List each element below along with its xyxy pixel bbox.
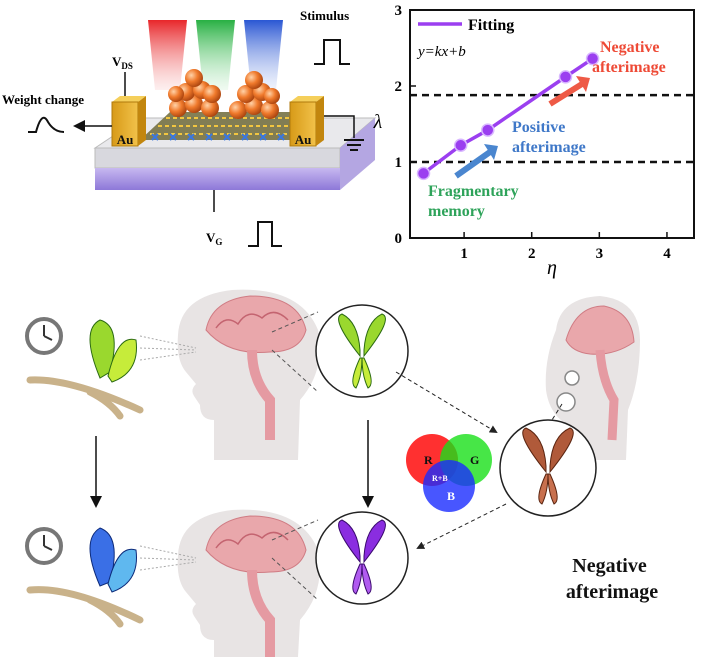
arrow-brown-to-purple bbox=[416, 503, 507, 549]
arrow-fragmentary-head bbox=[484, 144, 498, 160]
plot-frame bbox=[409, 9, 695, 239]
annotation-negative: Negative afterimage bbox=[592, 39, 666, 76]
weight-change-pulse bbox=[28, 116, 65, 133]
y-axis-title: λ bbox=[373, 111, 383, 133]
device-schematic: Au Au VDS Weight change Stimulus VG bbox=[2, 8, 377, 247]
venn-g-label: G bbox=[470, 453, 479, 467]
annotation-fragmentary: Fragmentary memory bbox=[428, 183, 523, 220]
head-right bbox=[545, 296, 640, 460]
memory-circle-brown bbox=[499, 419, 597, 517]
vg-label: VG bbox=[206, 230, 222, 247]
gate-layer bbox=[95, 168, 340, 190]
sight-lines-bottom bbox=[139, 545, 197, 571]
nanoparticle-cluster-right bbox=[229, 71, 280, 119]
channel-lattice bbox=[140, 112, 320, 141]
red-light-beam bbox=[148, 20, 187, 90]
clock-icon-top bbox=[25, 317, 63, 355]
legend-label: Fitting bbox=[468, 17, 514, 34]
substrate-side bbox=[340, 118, 375, 190]
y-tick-label-2: 2 bbox=[395, 79, 403, 95]
data-point-3 bbox=[558, 70, 573, 84]
arrow-head-to-brown bbox=[551, 403, 563, 421]
branch-top bbox=[26, 376, 144, 420]
stimulus-pulse bbox=[314, 39, 350, 65]
ground-icon bbox=[344, 139, 364, 151]
green-light-beam bbox=[196, 20, 235, 90]
y-tick-label-1: 1 bbox=[395, 155, 403, 171]
x-axis-title: η bbox=[547, 257, 557, 279]
x-tick-label-3: 4 bbox=[663, 246, 671, 262]
memory-circle-green bbox=[315, 304, 409, 398]
electrode-right-label: Au bbox=[295, 132, 312, 147]
right-electrode: Au bbox=[289, 96, 324, 147]
head-bottom bbox=[177, 509, 320, 657]
gate-pulse bbox=[248, 221, 282, 247]
venn-rb-label: R+B bbox=[432, 474, 448, 483]
data-point-1 bbox=[453, 138, 468, 153]
y-tick-label-3: 3 bbox=[395, 3, 403, 19]
arrow-negative-head bbox=[576, 76, 590, 92]
head-top bbox=[177, 289, 320, 460]
data-point-0 bbox=[416, 166, 431, 181]
arrow-green-to-brown bbox=[395, 371, 498, 434]
stimulus-label: Stimulus bbox=[300, 8, 349, 23]
clock-icon-bottom bbox=[25, 527, 63, 565]
x-tick-label-0: 1 bbox=[460, 246, 468, 262]
data-point-4 bbox=[585, 51, 600, 66]
scene-caption: Negative afterimage bbox=[566, 555, 658, 603]
nanoparticle-cluster-left bbox=[168, 69, 221, 117]
arrow-negative bbox=[548, 81, 584, 107]
weight-change-label: Weight change bbox=[2, 92, 84, 107]
electrode-left-label: Au bbox=[117, 132, 134, 147]
zoom-lines-bottom bbox=[271, 519, 319, 601]
sight-lines-top bbox=[139, 335, 197, 361]
data-point-2 bbox=[481, 123, 495, 137]
left-electrode: Au bbox=[111, 96, 146, 147]
x-tick-label-1: 2 bbox=[528, 246, 536, 262]
y-tick-label-0: 0 bbox=[395, 231, 403, 247]
annotation-positive: Positive afterimage bbox=[512, 119, 586, 156]
substrate-front bbox=[94, 147, 341, 169]
venn-r-label: R bbox=[424, 453, 433, 467]
venn-b-label: B bbox=[447, 489, 455, 503]
vds-label: VDS bbox=[112, 54, 133, 71]
ground-wire bbox=[324, 115, 355, 138]
x-tick-label-2: 3 bbox=[596, 246, 604, 262]
equation-label: y=kx+b bbox=[416, 44, 466, 60]
scene: R G B R+B Negative afterimage bbox=[25, 289, 658, 657]
zoom-lines-top bbox=[271, 311, 319, 393]
arrow-fragmentary bbox=[454, 149, 492, 179]
branch-bottom bbox=[26, 586, 144, 628]
butterfly-blue-real bbox=[89, 527, 137, 593]
lambda-eta-chart: 1 2 3 4 0 1 2 3 Fitting y=kx+b η λ Fragmentary … bbox=[373, 3, 695, 279]
butterfly-green-real bbox=[89, 319, 137, 383]
memory-circle-purple bbox=[315, 511, 409, 605]
rgb-venn: R G B R+B bbox=[406, 434, 492, 512]
